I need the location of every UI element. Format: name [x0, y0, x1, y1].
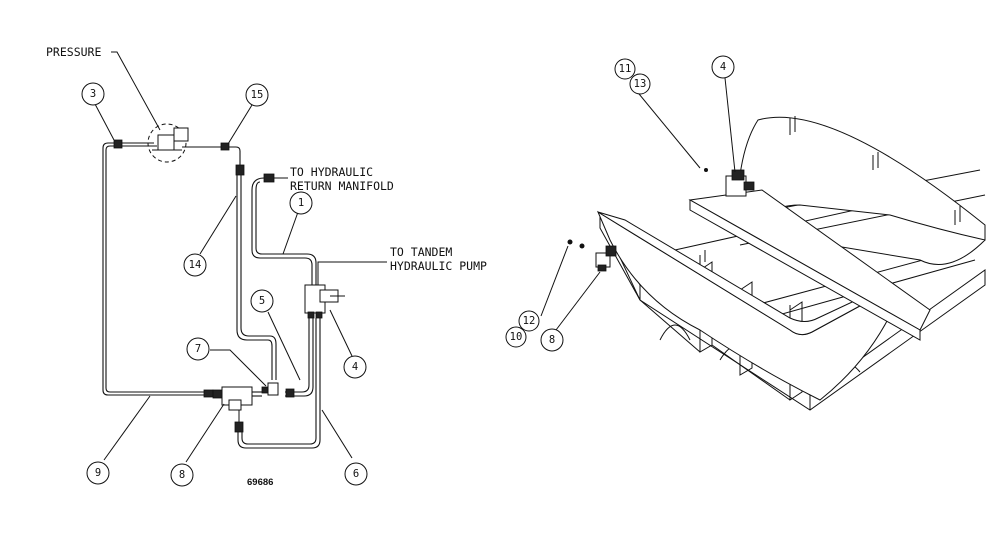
svg-text:13: 13	[634, 78, 647, 90]
svg-text:6: 6	[353, 468, 359, 480]
svg-text:7: 7	[195, 343, 201, 355]
pressure-label: PRESSURE	[46, 45, 101, 59]
callout-10: 10	[505, 326, 527, 348]
callout-11: 11	[614, 58, 636, 80]
tee-7	[261, 382, 279, 396]
svg-text:4: 4	[720, 61, 726, 73]
return-label-line2: RETURN MANIFOLD	[290, 179, 394, 193]
callout-14: 14	[183, 253, 207, 277]
isometric-assembly: 11 13 4 12 10 8	[505, 55, 986, 411]
hose-1	[251, 173, 317, 285]
hose-14	[182, 142, 277, 380]
pump-label-line2: HYDRAULIC PUMP	[390, 259, 487, 273]
svg-text:4: 4	[352, 361, 358, 373]
svg-text:3: 3	[90, 88, 96, 100]
callout-8: 8	[170, 463, 194, 487]
return-label-line1: TO HYDRAULIC	[290, 165, 373, 179]
callout-4: 4	[343, 355, 367, 379]
hose-5	[285, 318, 314, 398]
callout-6: 6	[344, 462, 368, 486]
pressure-component	[147, 123, 189, 163]
callout-9: 9	[86, 461, 110, 485]
callout-3: 3	[81, 82, 105, 106]
block-8	[212, 386, 253, 433]
block-8-assembly	[595, 245, 617, 272]
svg-text:11: 11	[619, 63, 632, 75]
callout-12: 12	[518, 310, 540, 332]
svg-text:1: 1	[298, 197, 304, 209]
svg-text:12: 12	[523, 315, 536, 327]
figure-number: 69686	[247, 477, 273, 488]
hose-6	[237, 318, 321, 449]
svg-text:8: 8	[179, 469, 185, 481]
valve-4-assembly	[725, 169, 755, 197]
svg-text:15: 15	[251, 89, 264, 101]
callout-7: 7	[186, 337, 210, 361]
callout-5: 5	[250, 289, 274, 313]
callout-13: 13	[629, 73, 651, 95]
svg-text:9: 9	[95, 467, 101, 479]
callout-8-right: 8	[540, 328, 564, 352]
svg-text:8: 8	[549, 334, 555, 346]
callout-15: 15	[245, 83, 269, 107]
svg-text:5: 5	[259, 295, 265, 307]
pump-label-line1: TO TANDEM	[390, 245, 452, 259]
callout-1: 1	[289, 191, 313, 215]
svg-text:10: 10	[510, 331, 523, 343]
callout-4-right: 4	[711, 55, 735, 79]
hydraulic-schematic: PRESSURE TO HYDRAULIC RETURN MANIFOLD TO…	[46, 45, 487, 488]
valve-4	[304, 284, 345, 319]
svg-text:14: 14	[189, 259, 202, 271]
